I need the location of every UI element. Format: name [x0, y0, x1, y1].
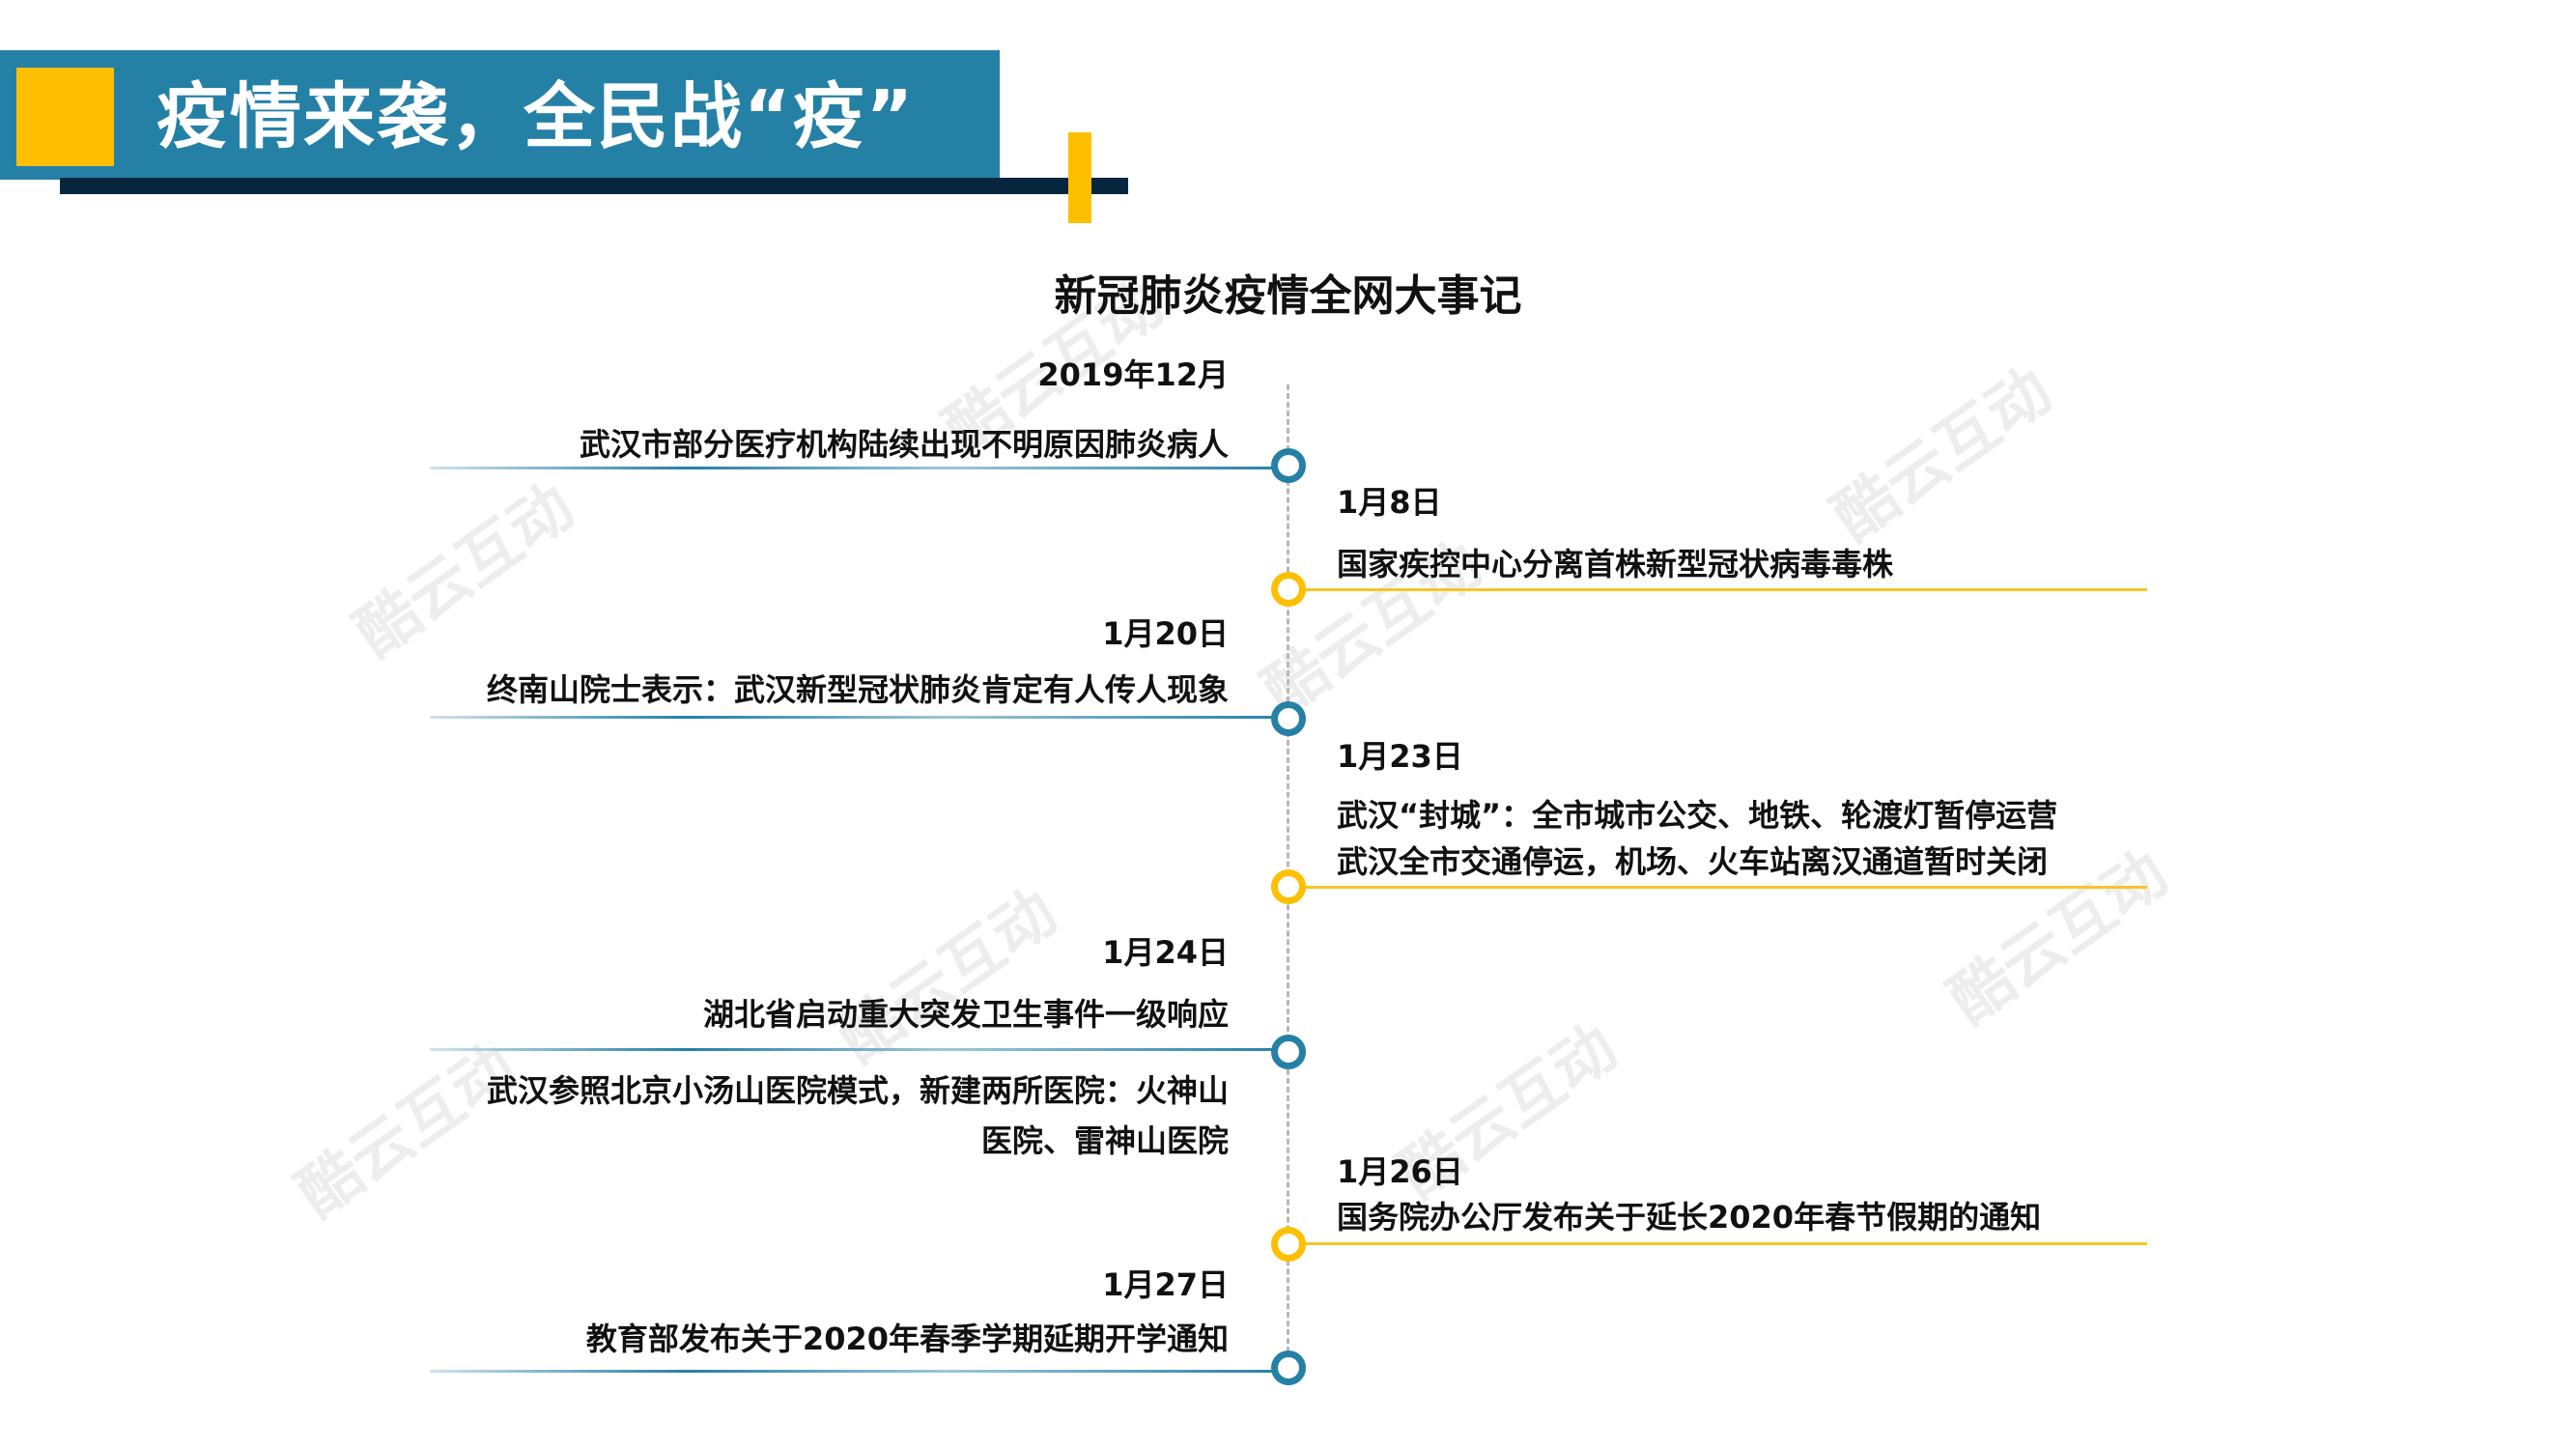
event-date: 1月24日 — [1102, 934, 1229, 971]
event-date: 1月26日 — [1337, 1153, 1463, 1190]
timeline-node — [1271, 572, 1306, 607]
event-desc: 武汉全市交通停运，机场、火车站离汉通道暂时关闭 — [1337, 843, 2049, 880]
event-desc: 武汉参照北京小汤山医院模式，新建两所医院：火神山 — [486, 1072, 1229, 1109]
timeline-node — [1271, 1350, 1306, 1385]
event-desc: 教育部发布关于2020年春季学期延期开学通知 — [585, 1321, 1229, 1357]
watermark: 酷云互动 — [285, 1031, 529, 1232]
event-date: 2019年12月 — [1037, 356, 1229, 393]
event-date: 1月23日 — [1337, 738, 1463, 775]
event-line — [1288, 588, 2147, 591]
event-line — [430, 1370, 1288, 1373]
event-desc: 国家疾控中心分离首株新型冠状病毒毒株 — [1337, 546, 1894, 582]
event-date: 1月27日 — [1102, 1266, 1229, 1303]
event-desc: 国务院办公厅发布关于延长2020年春节假期的通知 — [1337, 1199, 2042, 1236]
header-underline — [60, 178, 1128, 194]
event-desc: 终南山院士表示：武汉新型冠状肺炎肯定有人传人现象 — [486, 671, 1229, 708]
event-line — [1288, 1242, 2147, 1245]
timeline-node — [1271, 448, 1306, 483]
event-desc: 医院、雷神山医院 — [980, 1122, 1229, 1159]
timeline-node — [1271, 701, 1306, 736]
timeline-node — [1271, 1227, 1306, 1262]
timeline-node — [1271, 1035, 1306, 1069]
event-line — [430, 716, 1288, 719]
page-title: 疫情来袭，全民战“疫” — [156, 75, 916, 158]
watermark: 酷云互动 — [343, 470, 587, 671]
event-date: 1月8日 — [1337, 484, 1442, 521]
timeline-title: 新冠肺炎疫情全网大事记 — [1054, 271, 1522, 321]
watermark: 酷云互动 — [1821, 355, 2065, 555]
timeline-node — [1271, 869, 1306, 904]
event-line — [430, 467, 1288, 469]
event-date: 1月20日 — [1102, 615, 1229, 652]
event-line — [1288, 886, 2147, 889]
watermark: 酷云互动 — [826, 876, 1070, 1077]
header-accent-bar — [1068, 132, 1091, 223]
event-line — [430, 1048, 1288, 1051]
header-banner — [0, 50, 1000, 180]
header-accent-square — [16, 68, 114, 166]
event-desc: 湖北省启动重大突发卫生事件一级响应 — [702, 996, 1229, 1033]
event-desc: 武汉市部分医疗机构陆续出现不明原因肺炎病人 — [579, 426, 1229, 463]
event-desc: 武汉“封城”：全市城市公交、地铁、轮渡灯暂停运营 — [1337, 797, 2058, 834]
